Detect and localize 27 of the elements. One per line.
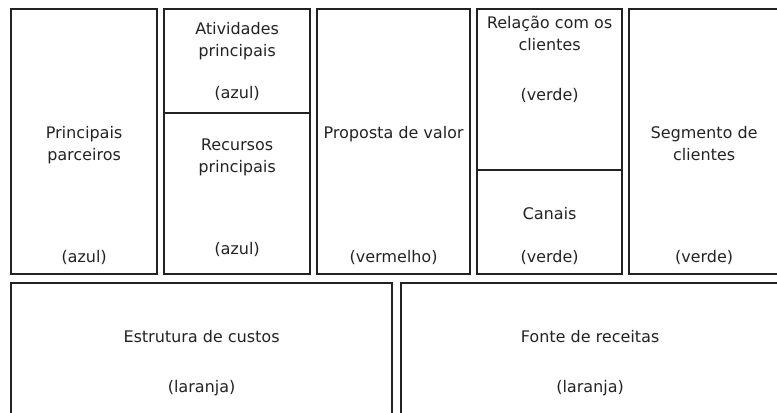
block-heading: Atividades principais [194,18,280,62]
canvas-block [10,282,393,413]
canvas-block [476,8,623,171]
color-note: (verde) [520,246,579,268]
canvas-block [163,112,311,275]
block-heading: Principais parceiros [44,122,124,166]
canvas-block [476,169,623,275]
block-heading: Segmento de clientes [650,122,758,166]
color-note: (verde) [674,246,734,268]
canvas-block [10,8,158,275]
block-heading: Canais [522,203,576,225]
block-heading: Fonte de receitas [520,326,660,348]
color-note: (azul) [214,82,260,104]
block-heading: Recursos principais [197,134,277,178]
color-note: (azul) [61,246,107,268]
canvas-block [400,282,777,413]
color-note: (verde) [520,84,579,106]
color-note: (laranja) [168,376,236,398]
block-heading: Proposta de valor [324,122,464,144]
color-note: (azul) [214,238,260,260]
color-note: (laranja) [556,376,624,398]
canvas-block [628,8,777,275]
canvas-block [163,8,311,114]
color-note: (vermelho) [350,246,438,268]
block-heading: Estrutura de custos [123,326,280,348]
canvas-block [316,8,471,275]
block-heading: Relação com os clientes [486,12,614,56]
